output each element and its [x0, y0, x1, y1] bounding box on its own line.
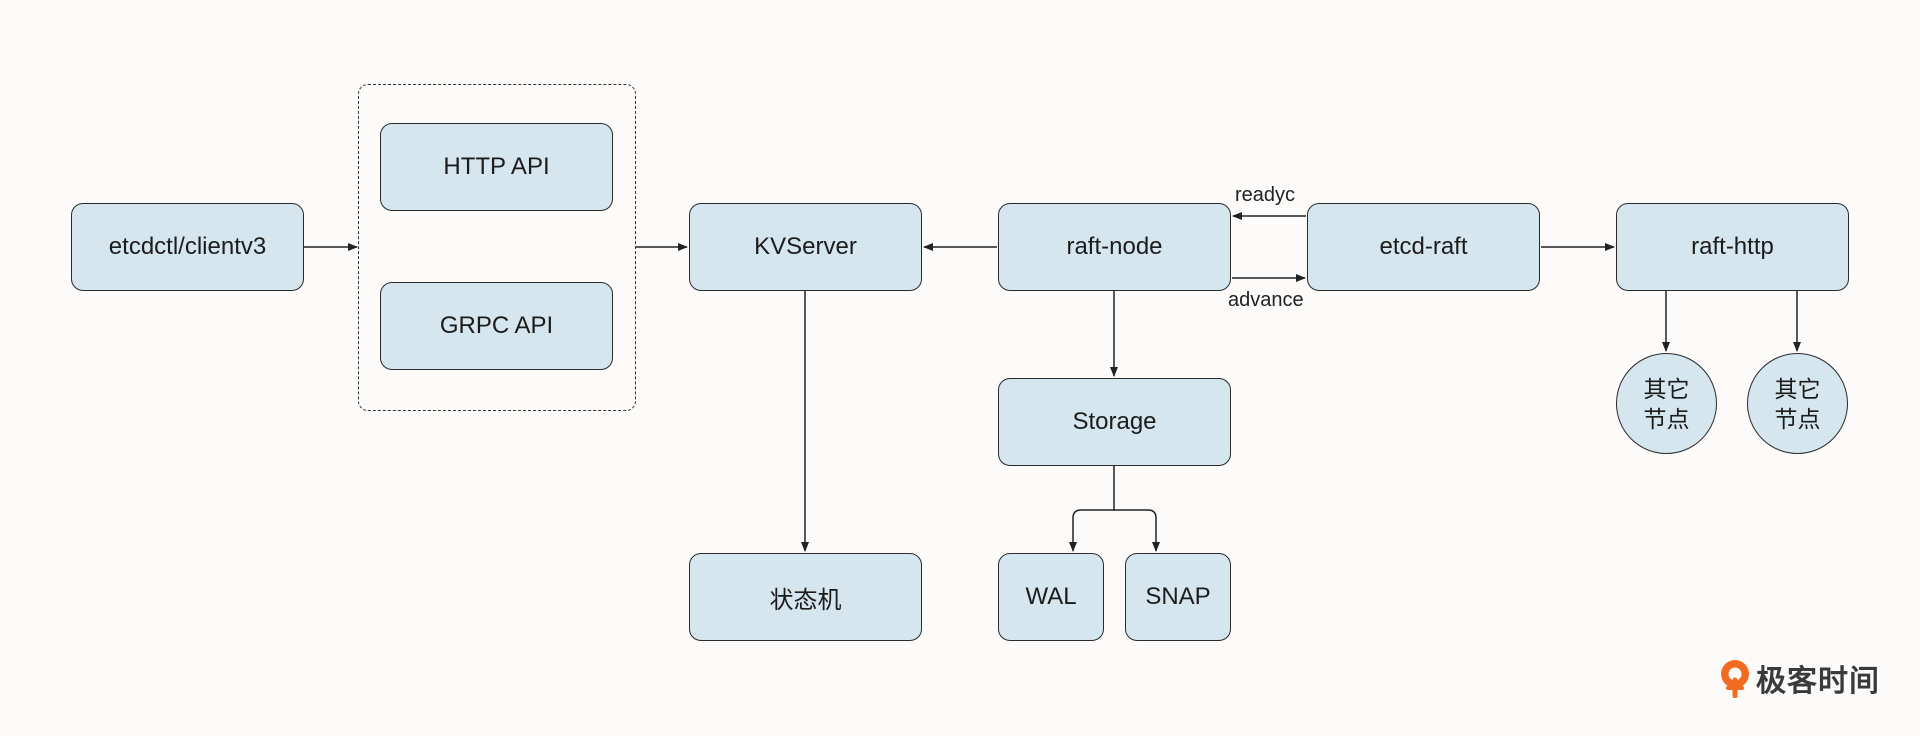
- raft-node-node: raft-node: [998, 203, 1231, 291]
- storage-node: Storage: [998, 378, 1231, 466]
- readyc-label: readyc: [1235, 184, 1296, 206]
- peer-node-1: 其它 节点: [1616, 353, 1717, 454]
- wal-node: WAL: [998, 553, 1104, 641]
- peer-label-line2: 节点: [1643, 405, 1690, 432]
- etcd-raft-label: etcd-raft: [1379, 233, 1468, 260]
- client-label: etcdctl/clientv3: [108, 233, 267, 260]
- grpc-api-node: GRPC API: [380, 282, 613, 370]
- peer-label-line1: 其它: [1774, 375, 1821, 402]
- peer-label-line1: 其它: [1643, 375, 1690, 402]
- kvserver-label: KVServer: [754, 233, 857, 260]
- http-api-node: HTTP API: [380, 123, 613, 211]
- snap-label: SNAP: [1145, 583, 1211, 610]
- brand-text: 极客时间: [1756, 665, 1880, 698]
- etcd-raft-node: etcd-raft: [1307, 203, 1540, 291]
- geektime-logo-icon: [1721, 660, 1749, 698]
- snap-node: SNAP: [1125, 553, 1231, 641]
- raft-node-label: raft-node: [1066, 233, 1163, 260]
- peer-node-2: 其它 节点: [1747, 353, 1848, 454]
- advance-label: advance: [1228, 289, 1304, 311]
- state-machine-node: 状态机: [689, 553, 922, 641]
- edge-storage-to-wal: [1069, 466, 1115, 552]
- http-api-label: HTTP API: [443, 153, 550, 180]
- wal-label: WAL: [1025, 583, 1077, 610]
- client-node: etcdctl/clientv3: [71, 203, 304, 291]
- raft-http-label: raft-http: [1691, 233, 1774, 260]
- edge-storage-to-snap: [1114, 509, 1160, 552]
- brand-logo: 极客时间: [1718, 656, 1880, 700]
- state-machine-label: 状态机: [769, 586, 842, 614]
- kvserver-node: KVServer: [689, 203, 922, 291]
- storage-label: Storage: [1072, 408, 1157, 435]
- api-group-box: [358, 84, 636, 411]
- peer-label-line2: 节点: [1774, 405, 1821, 432]
- raft-http-node: raft-http: [1616, 203, 1849, 291]
- grpc-api-label: GRPC API: [439, 312, 554, 339]
